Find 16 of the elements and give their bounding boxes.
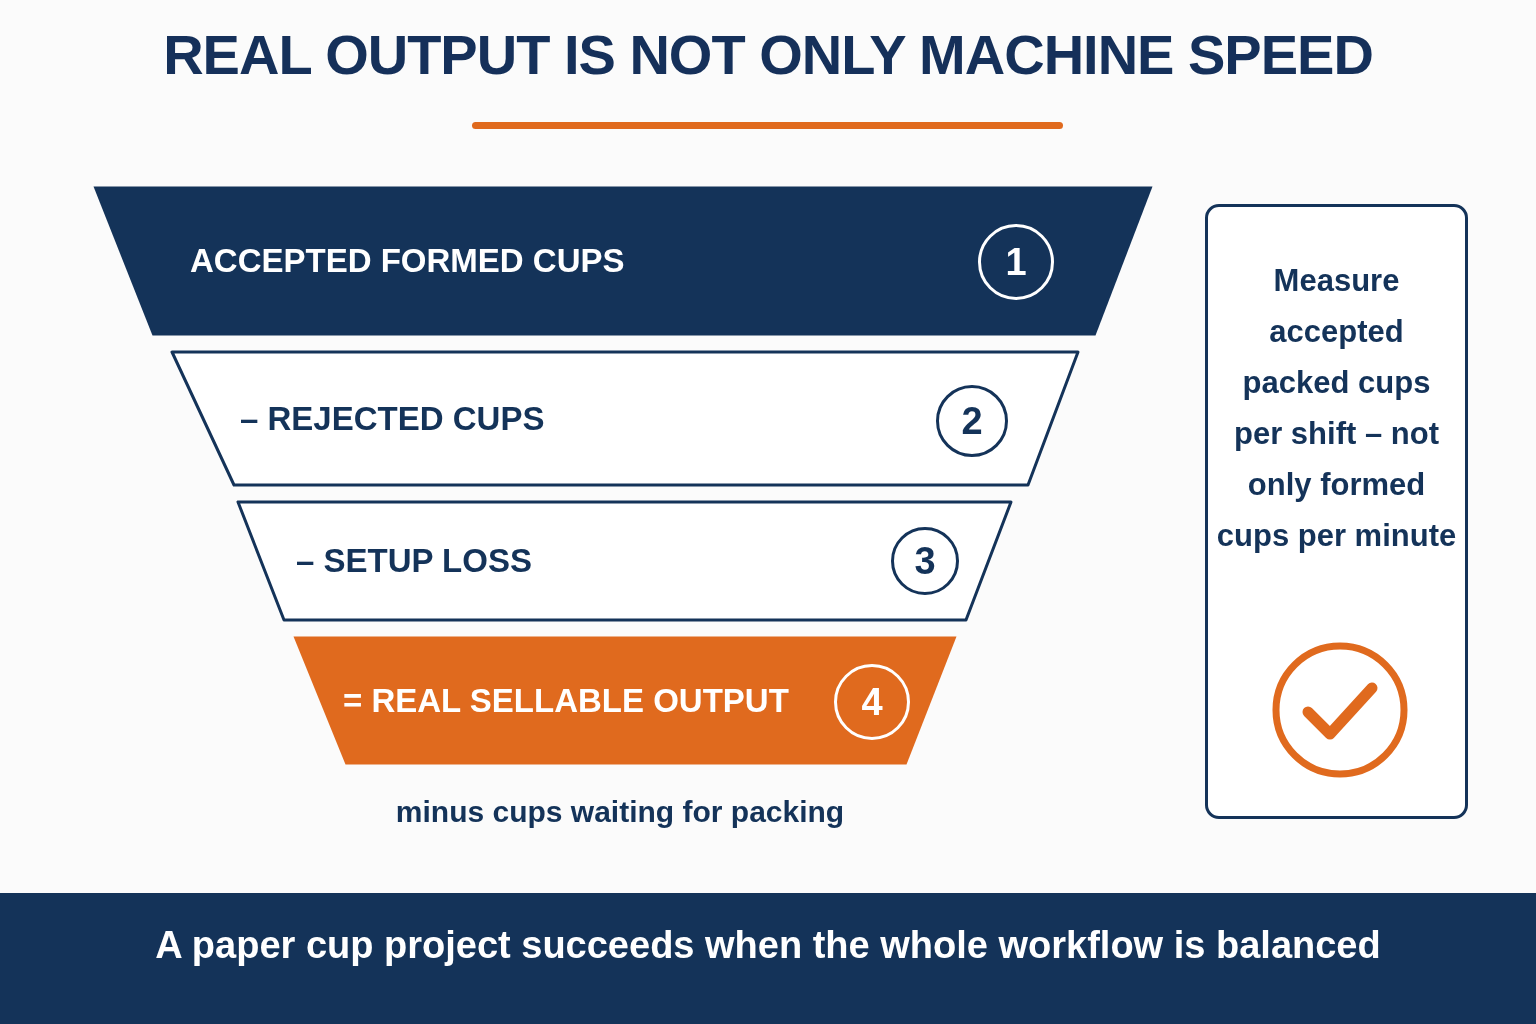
funnel-band	[291, 636, 959, 765]
funnel-band	[168, 350, 1082, 487]
note-text: minus cups waiting for packing	[394, 795, 846, 829]
step-number-circle: 3	[891, 527, 959, 595]
step-number-circle: 1	[978, 224, 1054, 300]
step-number-circle: 4	[834, 664, 910, 740]
band-label: ACCEPTED FORMED CUPS	[190, 242, 625, 280]
note-card	[1205, 204, 1468, 819]
note-text: Measure accepted packed cups per shift – not only formed cups per minute	[1216, 262, 1457, 555]
band-label: = REAL SELLABLE OUTPUT	[343, 681, 789, 720]
caption-text: A paper cup project succeeds when the whole workflow is balanced	[154, 924, 1382, 967]
step-number-circle: 2	[936, 385, 1008, 457]
title-text: REAL OUTPUT IS NOT ONLY MACHINE SPEED	[162, 22, 1374, 87]
funnel-band	[234, 500, 1015, 622]
band-label: – SETUP LOSS	[296, 542, 532, 580]
band-label: – REJECTED CUPS	[240, 399, 545, 438]
